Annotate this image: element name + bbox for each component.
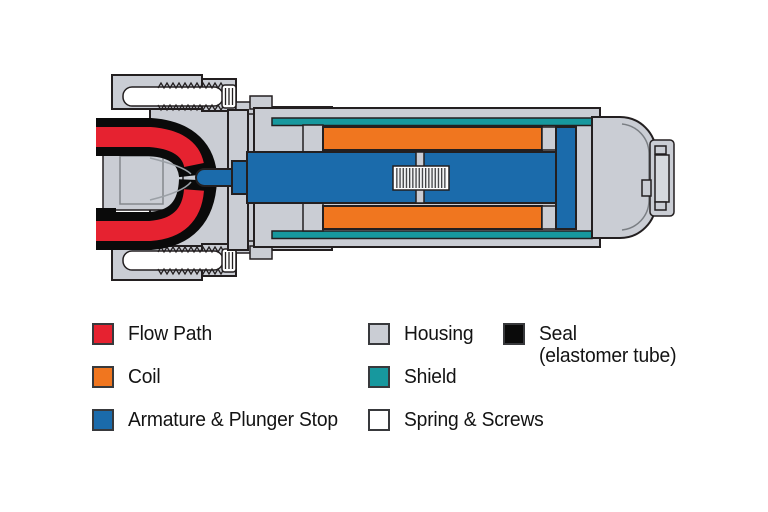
coil-top: [322, 126, 543, 151]
mounting-screw-bottom: [122, 245, 237, 276]
legend-label-spring: Spring & Screws: [404, 408, 544, 431]
legend-item-coil: Coil: [92, 366, 351, 388]
plunger-stop-flange: [555, 126, 577, 230]
spring: [392, 165, 450, 191]
legend-column-3: Seal(elastomer tube): [503, 323, 685, 367]
legend-item-shield: Shield: [368, 366, 553, 388]
legend-swatch-armature: [92, 409, 114, 431]
shield-strip-bottom: [271, 230, 593, 240]
flow-path: [96, 118, 217, 250]
legend-label-housing: Housing: [404, 322, 474, 345]
legend-column-1: Flow Path Coil Armature & Plunger Stop: [92, 323, 351, 452]
legend-swatch-seal: [503, 323, 525, 345]
bobbin-end-notches: [541, 126, 557, 230]
legend-swatch-flow-path: [92, 323, 114, 345]
end-cap: [591, 116, 657, 239]
legend-label-armature: Armature & Plunger Stop: [128, 408, 338, 431]
legend-label-seal: Seal(elastomer tube): [539, 322, 677, 367]
legend-item-seal: Seal(elastomer tube): [503, 323, 685, 367]
mounting-screw-top: [122, 81, 237, 112]
legend-swatch-shield: [368, 366, 390, 388]
legend-label-coil: Coil: [128, 365, 161, 388]
legend-swatch-spring: [368, 409, 390, 431]
coil-bottom: [322, 205, 543, 230]
legend-item-housing: Housing: [368, 323, 553, 345]
coil: [322, 126, 543, 230]
legend-item-armature: Armature & Plunger Stop: [92, 409, 351, 431]
port-bore: [119, 155, 164, 205]
legend-sublabel-seal: (elastomer tube): [539, 344, 677, 367]
connector-terminal: [641, 139, 675, 217]
armature-plunger-stop: [195, 126, 577, 230]
legend-item-spring: Spring & Screws: [368, 409, 553, 431]
legend-label-shield: Shield: [404, 365, 457, 388]
legend-swatch-housing: [368, 323, 390, 345]
legend-swatch-coil: [92, 366, 114, 388]
legend-item-flow-path: Flow Path: [92, 323, 351, 345]
legend-label-flow-path: Flow Path: [128, 322, 212, 345]
legend-column-2: Housing Shield Spring & Screws: [368, 323, 553, 452]
